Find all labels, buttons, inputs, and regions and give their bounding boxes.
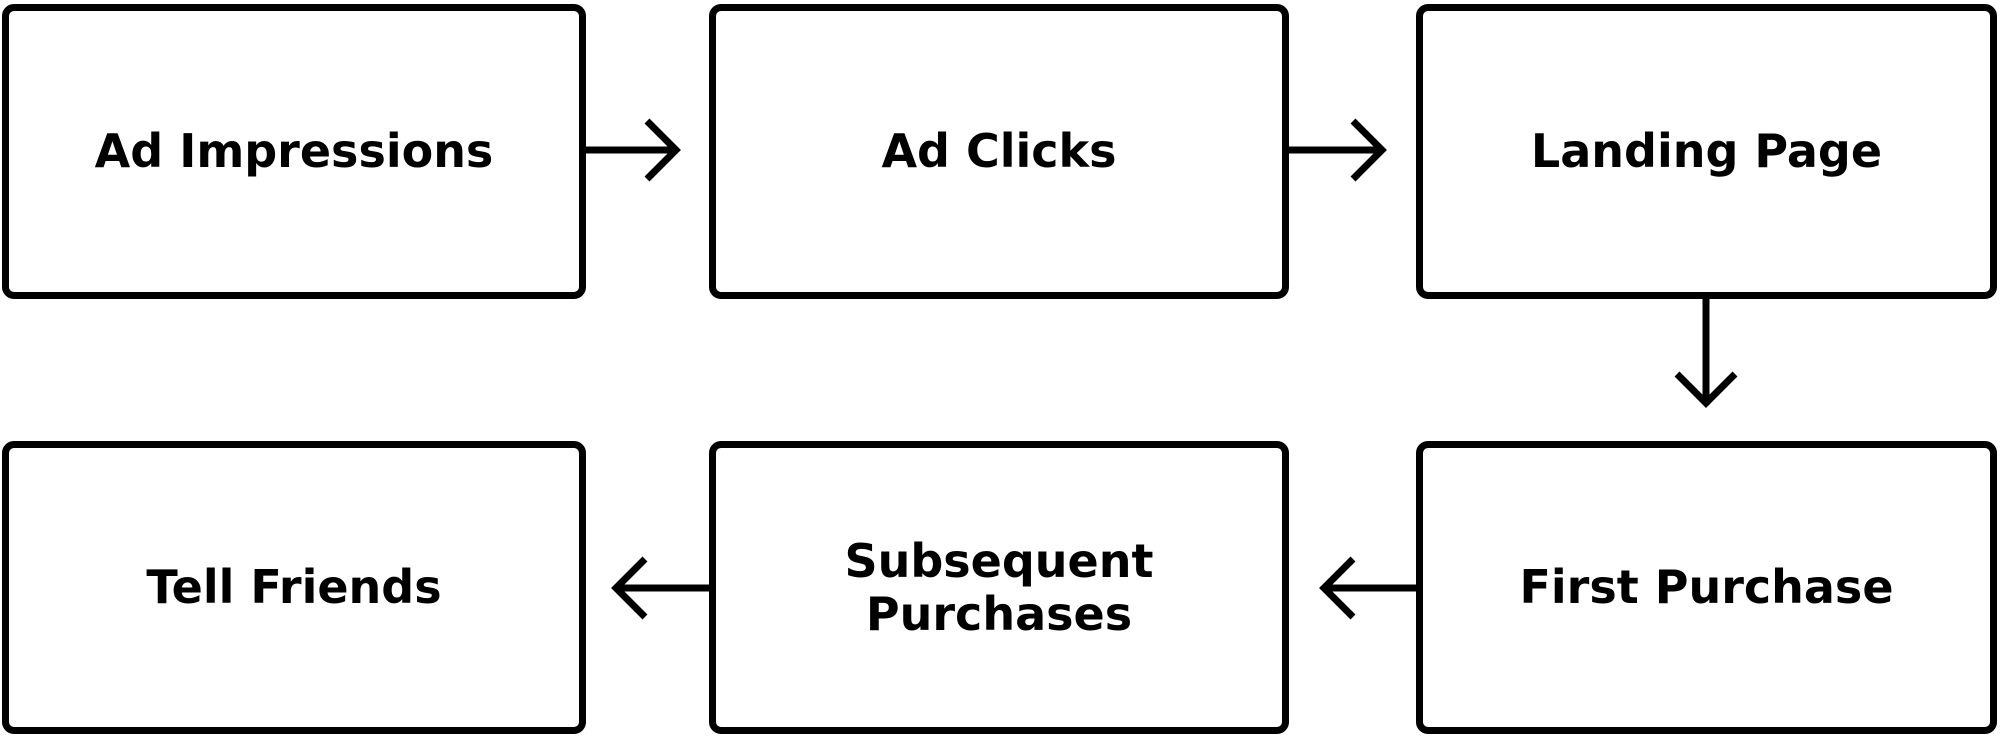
arrow-landing-to-first-purchase bbox=[1674, 299, 1738, 408]
arrow-head bbox=[611, 556, 648, 620]
node-ad-impressions: Ad Impressions bbox=[2, 4, 586, 299]
arrow-subsequent-to-tell-friends bbox=[611, 556, 709, 620]
node-landing-page: Landing Page bbox=[1416, 4, 1997, 299]
arrow-head bbox=[1350, 118, 1387, 182]
arrow-clicks-to-landing bbox=[1289, 118, 1387, 182]
node-label: Subsequent Purchases bbox=[844, 533, 1154, 641]
arrow-head bbox=[644, 118, 681, 182]
arrow-impressions-to-clicks bbox=[586, 118, 681, 182]
node-label: Landing Page bbox=[1530, 124, 1883, 179]
node-label: First Purchase bbox=[1519, 560, 1894, 615]
node-ad-clicks: Ad Clicks bbox=[709, 4, 1289, 299]
arrow-head bbox=[1319, 556, 1356, 620]
arrow-first-to-subsequent bbox=[1319, 556, 1416, 620]
node-first-purchase: First Purchase bbox=[1416, 441, 1997, 734]
node-subsequent-purchases: Subsequent Purchases bbox=[709, 441, 1289, 734]
node-label: Tell Friends bbox=[146, 560, 442, 615]
node-label: Ad Clicks bbox=[881, 124, 1117, 179]
node-label: Ad Impressions bbox=[94, 124, 494, 179]
arrow-head bbox=[1674, 371, 1738, 408]
node-tell-friends: Tell Friends bbox=[2, 441, 586, 734]
